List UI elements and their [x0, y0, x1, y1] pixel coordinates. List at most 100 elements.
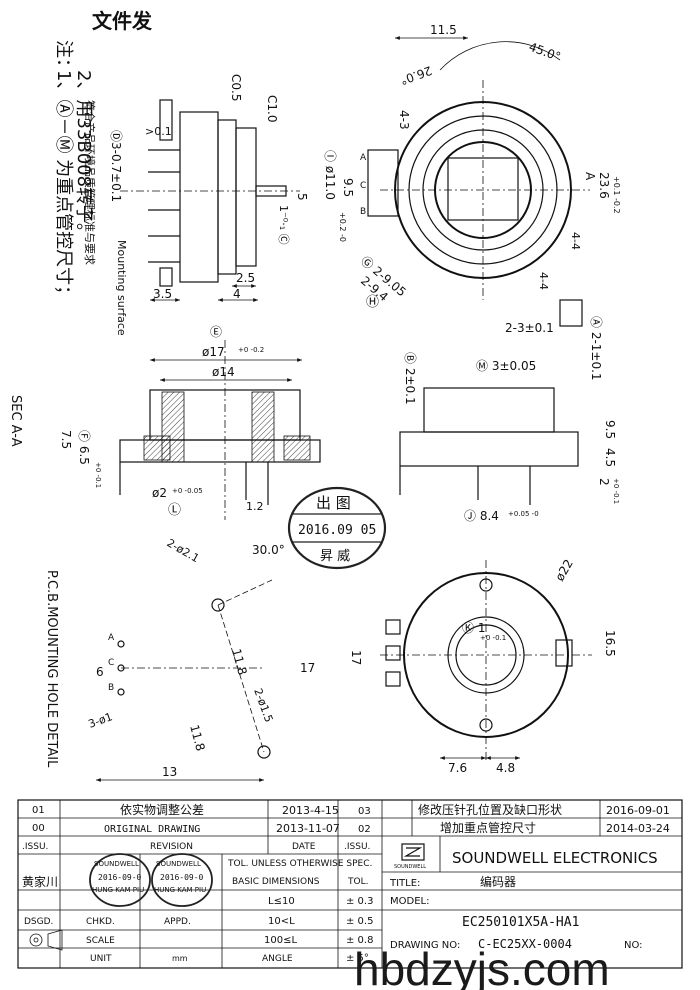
dim-17-pcb: 17 — [300, 661, 315, 675]
approval-stamp-2-name: HUNG KAM PIU — [154, 886, 206, 894]
dim-17-tol: +0 -0.2 — [238, 346, 264, 354]
dim-2: ø2 — [152, 486, 167, 500]
logo-s-glyph — [403, 847, 423, 857]
angle-arc — [439, 41, 561, 71]
notes-prefix: 注： — [53, 40, 74, 76]
rv-top — [423, 387, 555, 433]
watermark: hbdzyjs.com — [354, 943, 610, 990]
dim-23: 2-3±0.1 — [505, 321, 554, 335]
e-note: Ⓔ — [210, 325, 222, 339]
dim-15: 2-ø1.5 — [251, 687, 275, 725]
sec-label: SEC A-A — [8, 395, 23, 447]
vertical-note-group: 符合产品环境品质管理标准与要求 — [83, 100, 97, 265]
pcb-pin-a — [117, 640, 125, 648]
unit-value: mm — [172, 954, 188, 963]
f-note: Ⓕ 6.5 — [77, 430, 91, 465]
title-value: 编码器 — [480, 874, 516, 889]
dim-165: 16.5 — [603, 630, 617, 657]
sec-hatch-base-r — [283, 435, 311, 461]
tol-row-3-range: 100≤L — [264, 935, 297, 946]
projection-circle-icon — [29, 933, 43, 947]
dim-115: 11.5 — [430, 23, 457, 37]
dim-17: ø17 — [202, 345, 225, 359]
dim-35: 3.5 — [153, 287, 172, 301]
approval-stamp-2-ring — [151, 853, 213, 907]
approval-stamp-2-date: 2016-09-0 — [160, 873, 204, 882]
c10-label: C1.0 — [265, 95, 279, 122]
sec-base — [119, 439, 321, 463]
scale-label: SCALE — [86, 936, 115, 946]
front-tab — [559, 299, 583, 327]
rev-03-date: 2016-09-01 — [606, 804, 670, 817]
release-stamp-owner: 昇 威 — [320, 549, 350, 564]
tb-frame — [17, 799, 683, 969]
gt01-label: >0.1 — [145, 125, 172, 138]
dim-12: 1.2 — [246, 500, 264, 513]
issu2-label: .ISSU. — [344, 842, 370, 852]
dim-44a: 4-4 — [569, 232, 582, 250]
release-stamp: 出 图 2016.09 05 昇 威 — [287, 486, 387, 570]
dsgd-label: DSGD. — [24, 917, 53, 927]
i-note: Ⓘ ø11.0 — [323, 150, 337, 200]
dim-236: 23.6 — [597, 172, 611, 199]
rev-01-desc: 依实物调整公差 — [120, 802, 204, 817]
dim-2-tol: +0 -0.05 — [172, 487, 203, 495]
tol-row-2-tol: ± 0.5 — [346, 916, 373, 927]
soundwell-logo-icon — [401, 843, 425, 861]
pcb-diag — [217, 604, 265, 753]
no-label: NO: — [624, 940, 643, 951]
c-note: 1⁻⁰·₁ Ⓒ — [277, 205, 290, 245]
b-note: Ⓑ 2±0.1 — [403, 352, 417, 405]
sec-hatch-base-l — [143, 435, 171, 461]
dim-6: 6 — [96, 665, 104, 679]
release-stamp-title: 出 图 — [316, 494, 351, 512]
front-view: 11.5 45.0° 26.0° 4-3 A C B Ⓘ ø11.0 +0.2 … — [323, 23, 621, 381]
dim-4: 4 — [233, 287, 241, 301]
dim-43: 4-3 — [397, 110, 411, 130]
pcb-pin-label-c: C — [108, 658, 114, 668]
approval-stamp-2: SOUNDWELL 2016-09-0 HUNG KAM PIU — [151, 853, 213, 907]
side-view: C0.5 C1.0 Ⓓ3-0.7±0.1 >0.1 5 1⁻⁰·₁ Ⓒ 2.5 … — [109, 74, 309, 336]
issued-stamp-text: 文件发 — [92, 9, 153, 33]
side-flange — [217, 119, 237, 275]
tol-header: TOL. UNLESS OTHERWISE SPEC. — [227, 859, 372, 869]
section-mark: A — [583, 172, 597, 181]
h-label: Ⓗ — [366, 295, 379, 310]
pcb-hole-bottom — [257, 745, 271, 759]
side-bracket-top — [159, 99, 173, 141]
model-value: EC250101X5A-HA1 — [462, 915, 579, 930]
dim-5: 5 — [295, 193, 309, 201]
dim-95-r: 9.5 — [603, 420, 617, 439]
tol-row-1-range: L≤10 — [268, 896, 295, 907]
dim-3: 3-ø1 — [87, 710, 115, 731]
projection-dot-icon — [33, 937, 39, 943]
bv-pin-2 — [385, 645, 401, 661]
logo-caption: SOUNDWELL — [394, 864, 426, 870]
dim-236-tol: +0.1 -0.2 — [612, 176, 621, 214]
tol-row-1-tol: ± 0.3 — [346, 896, 373, 907]
dim-13: 13 — [162, 765, 177, 779]
side-body — [179, 111, 219, 283]
rev-02-no: 02 — [358, 824, 371, 835]
tol-row-3-tol: ± 0.8 — [346, 935, 373, 946]
pcb-pin-b — [117, 688, 125, 696]
rev-03-desc: 修改压针孔位置及缺口形状 — [418, 802, 562, 817]
angle-label: ANGLE — [262, 954, 293, 964]
dim-95: 9.5 — [341, 178, 355, 197]
rev-02-desc: 增加重点管控尺寸 — [440, 820, 536, 835]
dim-25: 2.5 — [236, 271, 255, 285]
d-note: Ⓓ3-0.7±0.1 — [109, 130, 123, 202]
tol-row-2-range: 10<L — [268, 916, 295, 927]
dim-118a: 11.8 — [229, 647, 249, 676]
j-tol: +0.05 -0 — [508, 510, 539, 518]
pcb-vertical-label: P.C.B.MOUNTING HOLE DETAIL — [44, 570, 59, 768]
dim-17-bv: 17 — [349, 650, 363, 665]
company-name: SOUNDWELL ELECTRONICS — [452, 849, 658, 867]
dim-76: 7.6 — [448, 761, 467, 775]
approval-stamp-2-top: SOUNDWELL — [156, 860, 201, 868]
dim-118b: 11.8 — [187, 723, 207, 752]
revision-header: REVISION — [150, 842, 193, 852]
sec-hatch-right — [251, 391, 275, 463]
dim-45-r: 4.5 — [603, 448, 617, 467]
vertical-note: 符合产品环境品质管理标准与要求 — [83, 100, 97, 265]
